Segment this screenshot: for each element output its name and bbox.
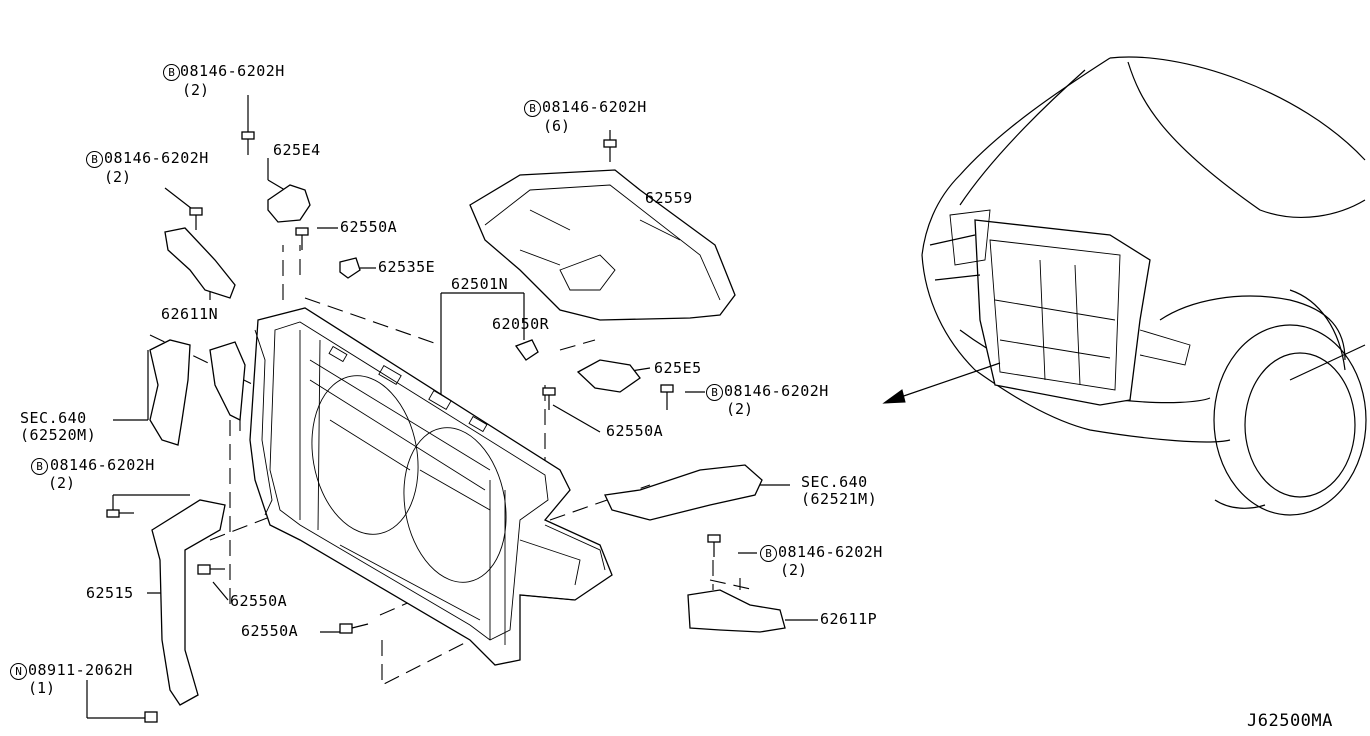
direction-arrow [882, 362, 1001, 404]
bolt-prefix-icon: B [706, 384, 723, 401]
part-label[interactable]: 625E5 [654, 359, 702, 377]
bolt-icon [295, 227, 309, 250]
section-reference[interactable]: SEC.640 [20, 409, 87, 427]
bolt-icon [542, 387, 556, 410]
bolt-prefix-icon: B [86, 151, 103, 168]
callout-part-number[interactable]: 08146-6202H [104, 149, 209, 167]
part-label[interactable]: 62550A [241, 622, 299, 640]
callout-quantity: (2) [182, 81, 210, 99]
part-label[interactable]: 62550A [340, 218, 398, 236]
part-label[interactable]: 62611N [161, 305, 219, 323]
bolt-icon [197, 564, 225, 575]
diagram-code: J62500MA [1247, 711, 1333, 731]
bolt-icon [189, 207, 203, 230]
bolt-prefix-icon: B [760, 545, 777, 562]
fasteners [106, 131, 721, 723]
bolt-icon [603, 139, 617, 162]
radiator-core-support [249, 307, 613, 666]
bolt-icon [106, 509, 134, 518]
callout-part-number[interactable]: 08146-6202H [724, 382, 829, 400]
callout-quantity: (2) [48, 474, 76, 492]
callout-part-number[interactable]: 08146-6202H [50, 456, 155, 474]
part-label[interactable]: 62501N [451, 275, 509, 293]
brackets [149, 184, 786, 706]
part-label[interactable]: 62550A [230, 592, 288, 610]
part-label[interactable]: 62535E [378, 258, 436, 276]
bolt-icon [339, 623, 369, 634]
clip-icon [339, 257, 361, 279]
vehicle-silhouette [921, 56, 1367, 516]
part-label[interactable]: 62050R [492, 315, 550, 333]
nut-icon [144, 711, 158, 723]
callout-part-number[interactable]: 08146-6202H [778, 543, 883, 561]
part-label[interactable]: 625E4 [273, 141, 321, 159]
bolt-prefix-icon: B [31, 458, 48, 475]
section-reference[interactable]: SEC.640 [801, 473, 868, 491]
callout-quantity: (2) [726, 400, 754, 418]
callout-part-number[interactable]: 08146-6202H [542, 98, 647, 116]
bolt-icon [660, 384, 674, 410]
upper-cover [469, 169, 736, 321]
bolt-prefix-icon: B [163, 64, 180, 81]
section-code: (62521M) [801, 490, 878, 508]
callout-quantity: (2) [104, 168, 132, 186]
part-label[interactable]: 62515 [86, 584, 134, 602]
assembly-lines [149, 245, 756, 686]
nut-prefix-icon: N [10, 663, 27, 680]
callout-quantity: (2) [780, 561, 808, 579]
leader-lines [86, 95, 818, 719]
callout-part-number[interactable]: 08146-6202H [180, 62, 285, 80]
part-label[interactable]: 62550A [606, 422, 664, 440]
part-label[interactable]: 62559 [645, 189, 693, 207]
bolt-icon [241, 131, 255, 155]
callout-quantity: (1) [28, 679, 56, 697]
bolt-prefix-icon: B [524, 100, 541, 117]
callout-quantity: (6) [543, 117, 571, 135]
callout-part-number[interactable]: 08911-2062H [28, 661, 133, 679]
section-code: (62520M) [20, 426, 97, 444]
bolt-icon [707, 534, 721, 557]
part-label[interactable]: 62611P [820, 610, 878, 628]
